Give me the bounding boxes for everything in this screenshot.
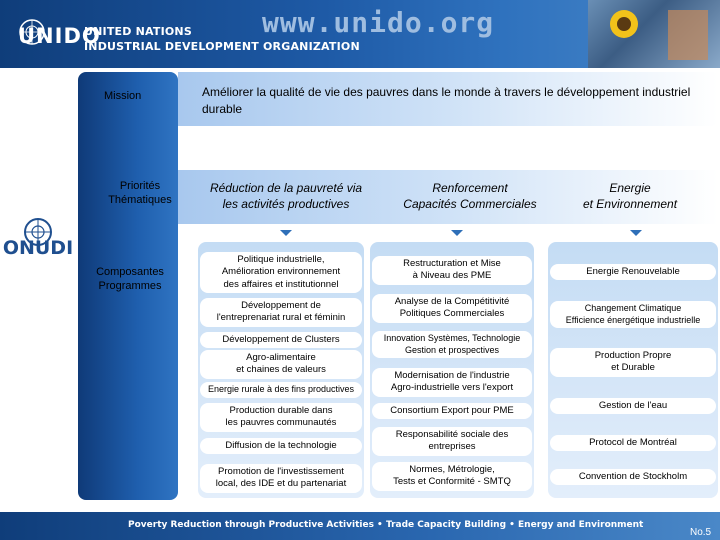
sunflower-icon — [610, 10, 708, 60]
un-emblem-icon — [19, 19, 45, 45]
component-item: Normes, Métrologie, Tests et Conformité … — [372, 462, 532, 491]
component-item: Développement de Clusters — [200, 332, 362, 349]
mission-label: Mission — [104, 90, 142, 102]
component-item: Agro-alimentaire et chaines de valeurs — [200, 350, 362, 379]
mission-band — [178, 72, 718, 126]
component-item: Protocol de Montréal — [550, 435, 716, 452]
component-item: Changement Climatique Efficience énergét… — [550, 301, 716, 329]
arrow-down-icon — [451, 230, 463, 236]
priority-trade: Renforcement Capacités Commerciales — [403, 181, 537, 211]
component-item: Energie Renouvelable — [550, 264, 716, 281]
mission-statement: Améliorer la qualité de vie des pauvres … — [202, 85, 691, 117]
component-item: Production Propre et Durable — [550, 348, 716, 377]
component-item: Responsabilité sociale des entreprises — [372, 427, 532, 456]
component-item: Développement de l'entreprenariat rural … — [200, 298, 362, 327]
component-item: Restructuration et Mise à Niveau des PME — [372, 256, 532, 285]
priority-poverty: Réduction de la pauvreté via les activit… — [209, 181, 363, 211]
onudi-wordmark: ONUDI — [2, 237, 74, 259]
priorities-label: Priorités Thématiques — [108, 180, 172, 207]
component-item: Promotion de l'investissement local, des… — [200, 464, 362, 493]
page-number: No.5 — [690, 527, 712, 538]
priorities-band — [178, 170, 718, 224]
footer-banner — [0, 512, 720, 540]
arrow-down-icon — [280, 230, 292, 236]
component-item: Energie rurale à des fins productives — [200, 382, 362, 398]
priority-energy: Energie et Environnement — [582, 181, 678, 211]
component-item: Diffusion de la technologie — [200, 438, 362, 455]
org-name-line1: UNITED NATIONS — [84, 25, 192, 38]
component-item: Politique industrielle, Amélioration env… — [200, 252, 362, 294]
website-url[interactable]: www.unido.org — [262, 6, 495, 39]
header-photo — [588, 0, 720, 68]
component-item: Analyse de la Compétitivité Politiques C… — [372, 294, 532, 323]
component-item: Modernisation de l'industrie Agro-indust… — [372, 368, 532, 397]
component-item: Convention de Stockholm — [550, 469, 716, 486]
logo-wordmark: UNIDO — [18, 24, 101, 48]
arrow-down-icon — [630, 230, 642, 236]
row-label-column — [78, 72, 178, 500]
component-item: Production durable dans les pauvres comm… — [200, 403, 362, 432]
component-item: Gestion de l'eau — [550, 398, 716, 415]
onudi-logo-icon — [24, 218, 52, 246]
component-item: Innovation Systèmes, Technologie Gestion… — [372, 331, 532, 359]
component-item: Consortium Export pour PME — [372, 403, 532, 420]
org-name-line2: INDUSTRIAL DEVELOPMENT ORGANIZATION — [84, 40, 360, 53]
footer-tagline: Poverty Reduction through Productive Act… — [128, 520, 644, 530]
components-label: Composantes Programmes — [96, 266, 164, 293]
